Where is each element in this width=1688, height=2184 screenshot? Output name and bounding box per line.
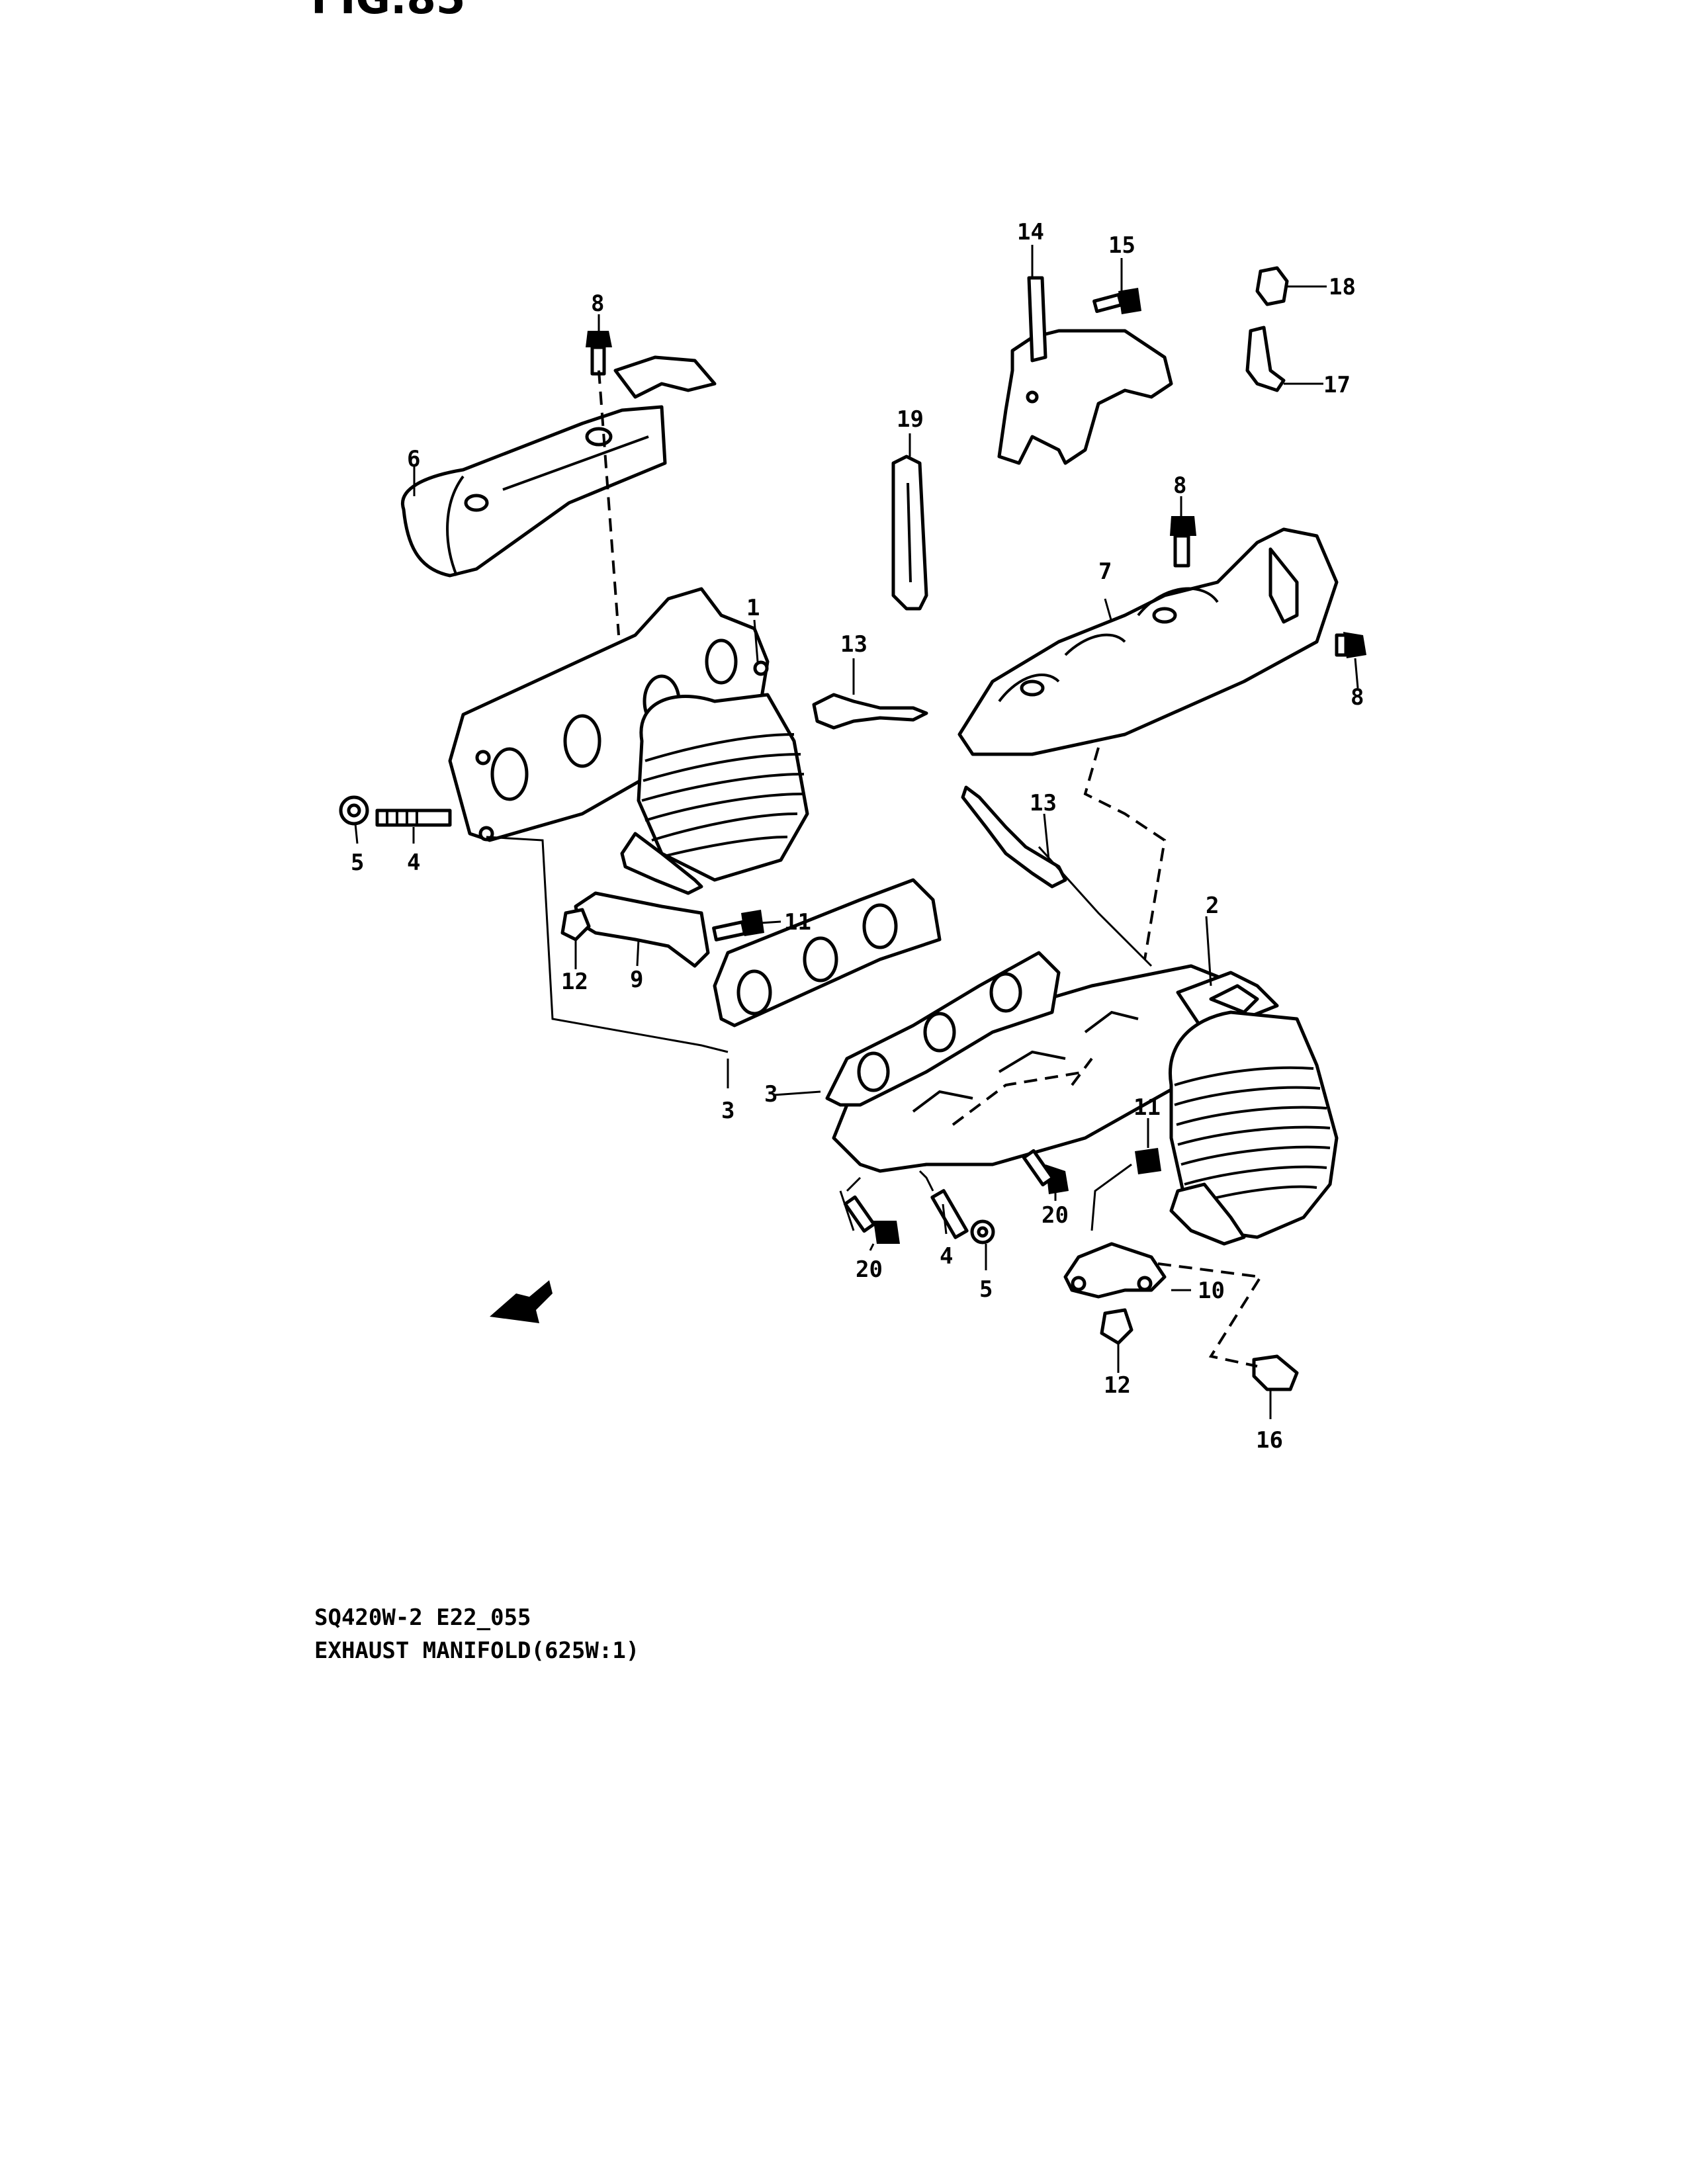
- callout-11-left: 11: [784, 909, 811, 936]
- callout-labels: 1 2 3 3 4 4 5 5 6 7 8 8 8 9 10 11 11 12 …: [351, 219, 1364, 1454]
- bracket-14: [997, 276, 1173, 465]
- diagram-code: SQ420W-2 E22_055: [314, 1604, 531, 1631]
- front-arrow-icon: [490, 1280, 553, 1323]
- gasket-upper: [713, 878, 942, 1027]
- callout-19: 19: [897, 406, 924, 433]
- callout-5-left: 5: [351, 850, 364, 876]
- heat-shield-right: [957, 527, 1339, 756]
- nut-12-left: [560, 908, 591, 941]
- bolt-20-lower: [843, 1195, 900, 1244]
- nut-5-left: [339, 795, 369, 826]
- callout-14: 14: [1017, 219, 1044, 245]
- callout-8-side: 8: [1351, 684, 1364, 711]
- bracket-17: [1245, 326, 1286, 392]
- callout-4-right: 4: [940, 1243, 953, 1270]
- gasket-lower: [825, 951, 1061, 1107]
- callout-16: 16: [1256, 1427, 1283, 1454]
- callout-8-upper-left: 8: [591, 290, 604, 317]
- callout-11-right: 11: [1133, 1094, 1161, 1121]
- bolt-8-side: [1335, 632, 1366, 658]
- clip-16: [1252, 1354, 1299, 1391]
- stay-10: [1063, 1242, 1167, 1299]
- callout-20-lower: 20: [856, 1256, 883, 1283]
- callout-3-left: 3: [721, 1098, 734, 1124]
- nut-5-right: [970, 1219, 995, 1245]
- exhaust-manifold-right: [832, 964, 1339, 1246]
- callout-4-left: 4: [407, 850, 420, 876]
- callout-12-left: 12: [561, 969, 588, 995]
- stay-9: [574, 891, 710, 968]
- diagram-caption: EXHAUST MANIFOLD(625W:1): [314, 1638, 640, 1664]
- callout-1: 1: [746, 595, 760, 621]
- callout-20-upper: 20: [1042, 1202, 1069, 1229]
- stud-4-left: [375, 808, 452, 827]
- stud-4-right: [930, 1189, 969, 1239]
- callout-15: 15: [1108, 232, 1135, 259]
- strap-19: [891, 455, 928, 611]
- callout-6: 6: [407, 446, 420, 472]
- callout-3-right: 3: [764, 1081, 777, 1108]
- bolt-11-right: [1135, 1148, 1161, 1174]
- callout-10: 10: [1198, 1278, 1225, 1304]
- bolt-15: [1092, 288, 1141, 314]
- callout-18: 18: [1329, 274, 1356, 300]
- oxygen-sensor-upper: [812, 693, 928, 730]
- nut-12-right: [1100, 1308, 1133, 1345]
- heat-shield-left: [401, 355, 717, 578]
- callout-8-upper-right: 8: [1173, 472, 1186, 499]
- oxygen-sensor-lower: [961, 785, 1067, 889]
- callout-5-right: 5: [979, 1276, 993, 1303]
- bolt-8-upper-left: [586, 331, 612, 376]
- exhaust-manifold-left: [448, 587, 809, 895]
- leader-lines: [354, 245, 1359, 1419]
- callout-17: 17: [1323, 372, 1351, 398]
- callout-13-lower: 13: [1030, 790, 1057, 816]
- callout-7: 7: [1098, 558, 1112, 585]
- bolt-11-left: [712, 910, 764, 941]
- bolt-20-upper: [1022, 1149, 1069, 1194]
- clip-18: [1255, 266, 1289, 306]
- callout-13-upper: 13: [840, 631, 867, 658]
- figure-title: FIG.85: [311, 0, 465, 24]
- assembly-lines: [486, 370, 1263, 1368]
- callout-2: 2: [1206, 893, 1219, 919]
- bolt-8-upper-right: [1170, 516, 1196, 568]
- callout-12-right: 12: [1104, 1372, 1131, 1399]
- callout-9: 9: [630, 967, 643, 993]
